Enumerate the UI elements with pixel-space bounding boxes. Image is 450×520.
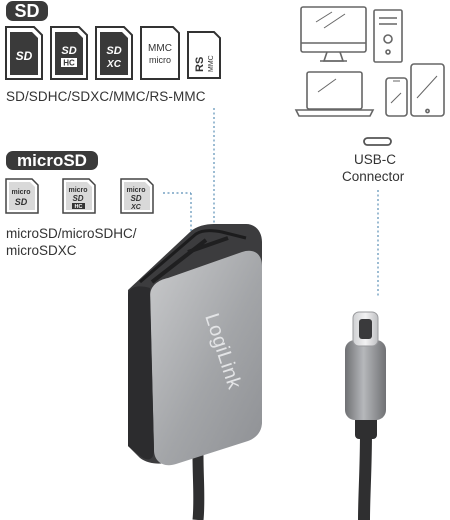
desktop-monitor-icon [300, 6, 367, 62]
microsd-formats-caption-line2: microSDXC [6, 243, 77, 258]
svg-text:SD: SD [130, 194, 141, 203]
usb-c-port-icon [363, 137, 392, 146]
svg-text:RS: RS [194, 57, 206, 72]
microsd-card-icon: micro SD [5, 178, 39, 214]
microsd-badge: microSD [6, 151, 98, 170]
sd-badge: SD [6, 1, 48, 21]
usb-c-plug [345, 311, 386, 520]
svg-text:XC: XC [130, 204, 142, 211]
svg-text:HC: HC [63, 59, 75, 68]
card-reader-device: LogiLink [128, 224, 262, 466]
reader-cable [192, 454, 205, 520]
usb-c-label: USB-C [354, 152, 397, 167]
smartphone-icon [385, 77, 408, 117]
svg-text:XC: XC [106, 59, 122, 70]
svg-text:micro: micro [149, 55, 171, 65]
svg-text:HC: HC [75, 204, 83, 210]
laptop-icon [294, 71, 375, 117]
callout-lines [163, 108, 379, 298]
sdxc-card-icon: SD XC [95, 26, 133, 80]
svg-text:SD: SD [106, 45, 121, 57]
microsdhc-card-icon: micro SD HC [62, 178, 96, 214]
sdhc-card-icon: SD HC [50, 26, 88, 80]
microsdxc-card-icon: micro SD XC [120, 178, 154, 214]
tablet-icon [410, 63, 445, 117]
svg-text:micro: micro [11, 189, 30, 196]
sd-card-icon: SD [5, 26, 43, 80]
sd-formats-caption: SD/SDHC/SDXC/MMC/RS-MMC [6, 89, 206, 104]
svg-text:MMC: MMC [208, 55, 215, 72]
svg-text:SD: SD [15, 197, 28, 207]
rs-mmc-card-icon: RS MMC [187, 31, 221, 79]
svg-text:micro: micro [126, 187, 145, 194]
svg-text:SD: SD [61, 45, 76, 57]
svg-text:MMC: MMC [148, 43, 172, 54]
card-logo: SD [16, 49, 33, 63]
pc-tower-icon [373, 9, 403, 63]
mmc-card-icon: MMC micro [140, 26, 180, 80]
microsd-formats-caption-line1: microSD/microSDHC/ [6, 226, 137, 241]
svg-text:micro: micro [68, 187, 87, 194]
connector-label: Connector [342, 169, 405, 184]
svg-text:SD: SD [72, 194, 83, 203]
